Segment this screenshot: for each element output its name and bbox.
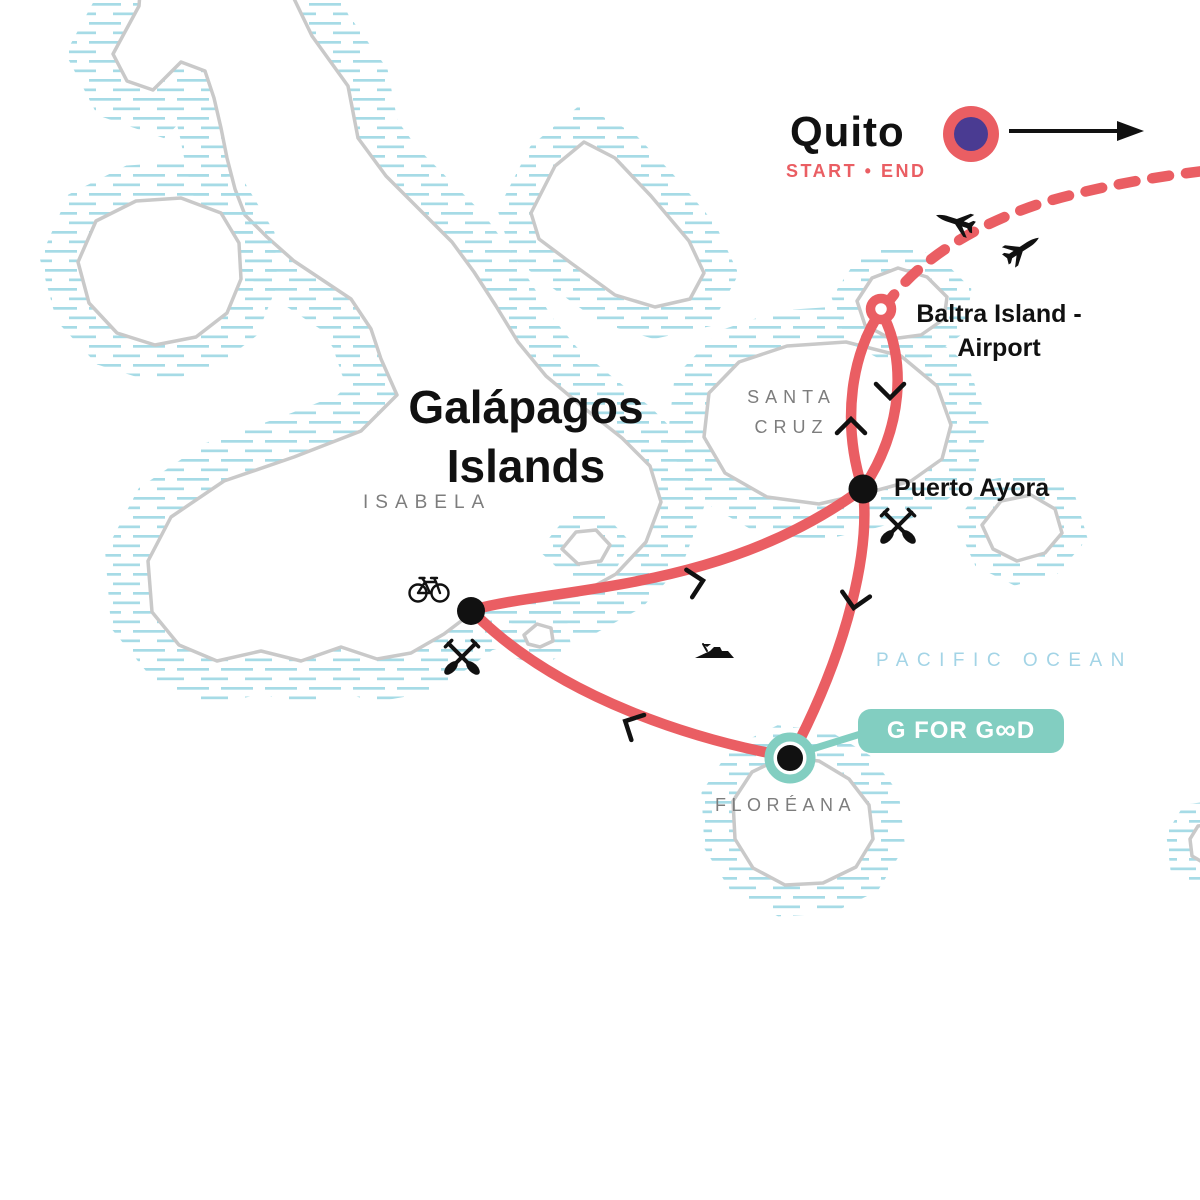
chevron-up-west-arc [834,415,868,436]
chevron-isabela-to-pa [684,567,707,600]
santa-cruz-line2: CRUZ [754,417,829,437]
route-isabela-puerto-ayora [466,483,868,616]
island-santiago [531,142,704,307]
santa-cruz-island-label: SANTA CRUZ [729,382,854,442]
island-tortuga [524,624,553,647]
island-pinzon [562,530,610,564]
boat-icon [695,643,734,658]
route-baltra-puerto-ayora-west [845,305,887,493]
puerto-ayora-label: Puerto Ayora [894,474,1050,502]
bicycle-icon [408,576,450,603]
floreana-stop-dot [777,745,803,771]
island-edge-islet [1190,824,1200,863]
route-floreana-isabela [467,606,796,763]
quito-start-end-tag: START • END [786,161,927,181]
pacific-ocean-label: PACIFIC OCEAN [876,650,1133,671]
island-fernandina [78,198,241,345]
quito-marker [943,106,999,162]
quito-label: Quito [790,108,905,155]
map-title: Galápagos Islands [366,378,686,496]
flight-path-quito-baltra [878,166,1200,314]
baltra-label-line1: Baltra Island - [916,300,1082,328]
chevron-pa-to-floreana [840,589,873,612]
badge-text-suffix: D [1016,717,1036,744]
santa-cruz-line1: SANTA [747,387,836,407]
map-title-line2: Islands [446,440,606,492]
isabela-island-label: ISABELA [363,492,492,513]
route-baltra-puerto-ayora-east [858,305,903,493]
baltra-ring-marker [865,293,897,325]
g-for-good-badge: G FOR G∞D [858,709,1064,753]
floreana-island-label: FLORÉANA [715,795,857,815]
baltra-label-line2: Airport [957,334,1041,362]
island-santa-fe [982,495,1062,561]
start-arrow-icon [1009,121,1144,141]
baltra-airport-label: Baltra Island - Airport [899,297,1099,365]
infinity-glyph: ∞ [995,713,1017,746]
badge-text-prefix: G FOR G [886,717,996,744]
airplane-icon [998,227,1046,270]
puerto-ayora-stop-dot [848,474,878,504]
map-title-line1: Galápagos [408,381,644,433]
chevron-floreana-to-isabela [622,712,647,743]
chevron-down-east-arc [873,381,907,402]
isabela-stop-dot [457,597,485,625]
